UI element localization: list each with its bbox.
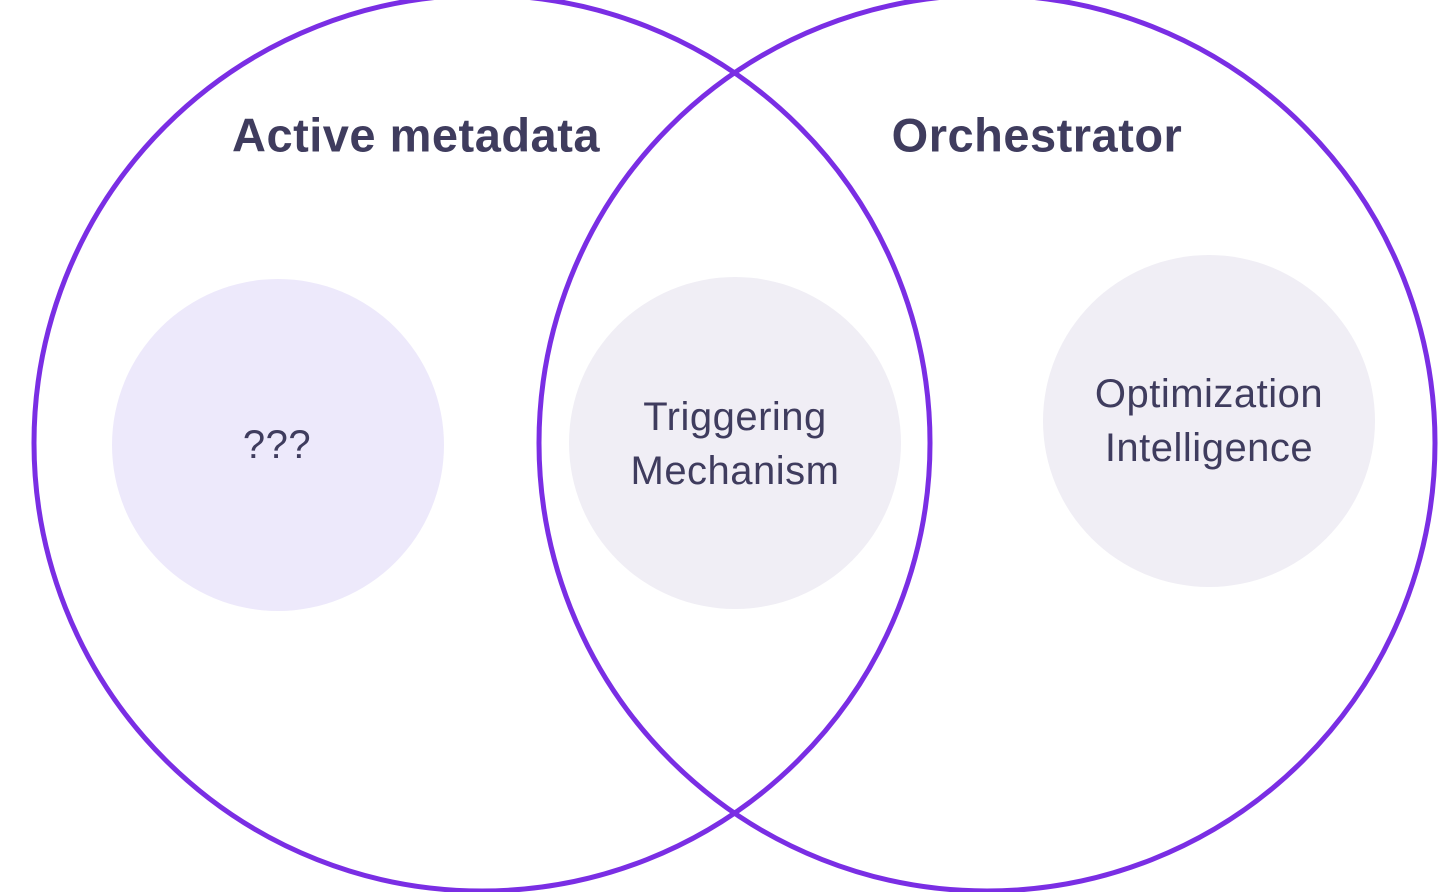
intersection-label-line1: Triggering xyxy=(643,395,827,439)
left-set-circle xyxy=(31,0,933,892)
right-inner-bubble xyxy=(1043,255,1375,587)
right-set-circle xyxy=(536,0,1438,892)
left-inner-bubble xyxy=(112,279,444,611)
right-set-title: Orchestrator xyxy=(891,108,1183,162)
right-inner-label: Optimization Intelligence xyxy=(1095,367,1323,475)
left-inner-label: ??? xyxy=(242,423,312,467)
right-inner-label-line2: Intelligence xyxy=(1104,426,1314,470)
intersection-bubble xyxy=(569,277,901,609)
intersection-label: Triggering Mechanism xyxy=(630,390,839,498)
left-set-title: Active metadata xyxy=(232,108,600,162)
intersection-label-line2: Mechanism xyxy=(630,449,840,493)
right-inner-label-line1: Optimization xyxy=(1094,372,1324,416)
